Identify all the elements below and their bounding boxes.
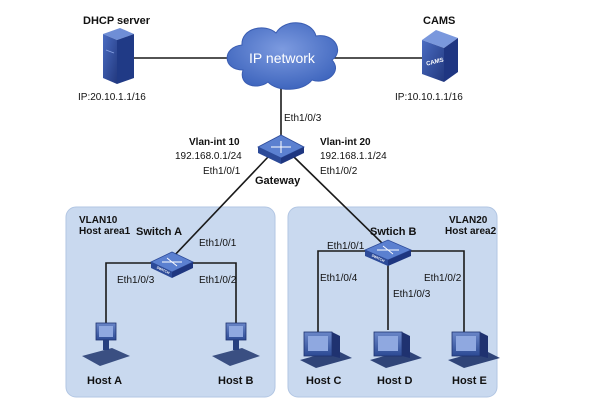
vlan20-area xyxy=(287,206,498,398)
gateway-vlanint10: Vlan-int 10 xyxy=(189,137,240,148)
link-switch-a-host-a xyxy=(105,262,160,325)
ip-network-cloud: IP network xyxy=(226,22,338,90)
gateway-label: Gateway xyxy=(255,175,301,187)
gateway-vlanint20-ip: 192.168.1.1/24 xyxy=(320,151,387,162)
host-e-computer-icon xyxy=(448,331,500,368)
switch-a-icon: SWITCH xyxy=(150,251,194,278)
link-switch-b-host-c xyxy=(317,250,373,335)
switch-a-port-up: Eth1/0/1 xyxy=(199,238,237,249)
host-c-computer-icon xyxy=(300,331,352,368)
host-e-label: Host E xyxy=(452,375,487,387)
link-switch-a-host-b xyxy=(184,262,237,325)
gateway-port-right: Eth1/0/2 xyxy=(320,166,358,177)
switch-a-port-right: Eth1/0/2 xyxy=(199,275,237,286)
host-d-computer-icon xyxy=(370,331,422,368)
links xyxy=(105,57,465,335)
ip-network-label: IP network xyxy=(249,50,316,66)
host-b-computer-icon xyxy=(212,322,260,366)
switch-b-word: SWITCH xyxy=(371,254,386,264)
vlan20-label: VLAN20 xyxy=(449,215,488,226)
switch-a-word: SWITCH xyxy=(156,266,171,276)
cams-logo-text: CAMS xyxy=(426,57,445,67)
cams-server-icon: CAMS xyxy=(422,30,458,82)
link-gateway-switch-b xyxy=(293,156,385,246)
switch-b-label: Swtich B xyxy=(370,226,417,238)
switch-a-port-left: Eth1/0/3 xyxy=(117,275,155,286)
link-switch-b-host-e xyxy=(403,250,465,335)
host-d-label: Host D xyxy=(377,375,413,387)
vlan10-label: VLAN10 xyxy=(79,215,118,226)
switch-b-port-up: Eth1/0/1 xyxy=(327,241,365,252)
gateway-port-left: Eth1/0/1 xyxy=(203,166,241,177)
gateway-port-up: Eth1/0/3 xyxy=(284,113,322,124)
gateway-vlanint10-ip: 192.168.0.1/24 xyxy=(175,151,242,162)
dhcp-server-ip: IP:20.10.1.1/16 xyxy=(78,92,146,103)
gateway-switch-icon xyxy=(257,134,305,164)
vlan10-area xyxy=(65,206,276,398)
vlan20-host-area: Host area2 xyxy=(445,226,497,237)
switch-b-port-left: Eth1/0/4 xyxy=(320,273,358,284)
vlan10-host-area: Host area1 xyxy=(79,226,131,237)
dhcp-server-icon xyxy=(103,28,134,84)
cams-title: CAMS xyxy=(423,15,455,27)
host-c-label: Host C xyxy=(306,375,342,387)
switch-a-label: Switch A xyxy=(136,226,182,238)
link-gateway-switch-a xyxy=(171,156,269,259)
dhcp-server-title: DHCP server xyxy=(83,15,151,27)
host-a-computer-icon xyxy=(82,322,130,366)
switch-b-port-right: Eth1/0/2 xyxy=(424,273,462,284)
cams-ip: IP:10.10.1.1/16 xyxy=(395,92,463,103)
host-a-label: Host A xyxy=(87,375,122,387)
host-b-label: Host B xyxy=(218,375,254,387)
gateway-vlanint20: Vlan-int 20 xyxy=(320,137,371,148)
switch-b-icon: SWITCH xyxy=(363,239,413,266)
switch-b-port-mid: Eth1/0/3 xyxy=(393,289,431,300)
